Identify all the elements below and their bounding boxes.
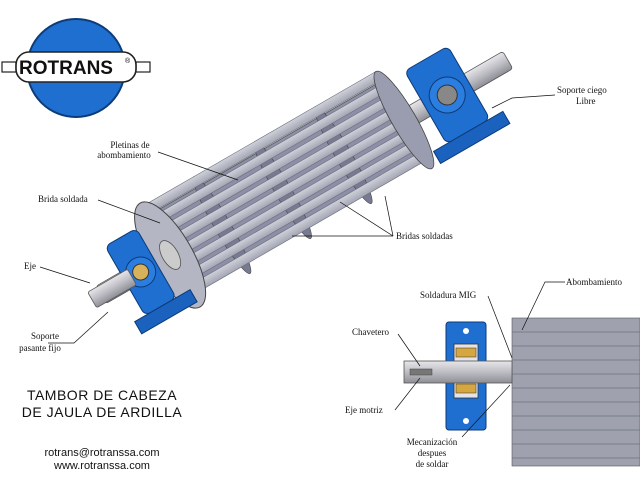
leader-lines [39, 94, 565, 438]
label-soporte-pasante-2: pasante fijo [19, 343, 61, 353]
label-soldadura-mig: Soldadura MIG [420, 290, 477, 300]
drum-main-view [87, 47, 513, 335]
caption-line-2: DE JAULA DE ARDILLA [22, 404, 183, 420]
caption-line-1: TAMBOR DE CABEZA [27, 387, 177, 403]
label-mecanizacion-1: Mecanización [407, 437, 458, 447]
label-eje: Eje [24, 261, 36, 271]
label-mecanizacion-2: despues [418, 448, 447, 458]
crowning-bars [141, 71, 428, 296]
label-soporte-ciego-1: Soporte ciego [557, 85, 607, 95]
label-mecanizacion-3: de soldar [416, 459, 449, 469]
logo-text: ROTRANS [19, 58, 113, 79]
label-pletinas-1: Pletinas de [110, 140, 149, 150]
right-bearing [406, 47, 511, 165]
label-pletinas-2: abombamiento [97, 150, 151, 160]
detail-section-view [403, 317, 640, 467]
label-soporte-ciego-2: Libre [576, 96, 596, 106]
contact-website[interactable]: www.rotranssa.com [53, 460, 150, 472]
label-brida-soldada: Brida soldada [38, 194, 88, 204]
label-soporte-pasante-1: Soporte [31, 331, 59, 341]
label-chavetero: Chavetero [352, 327, 389, 337]
label-abombamiento: Abombamiento [566, 277, 622, 287]
label-bridas-soldadas: Bridas soldadas [396, 231, 453, 241]
registered-mark: ® [125, 57, 131, 65]
label-eje-motriz: Eje motriz [345, 405, 383, 415]
rotrans-logo: ROTRANS ® [1, 18, 151, 118]
contact-email[interactable]: rotrans@rotranssa.com [44, 447, 159, 459]
